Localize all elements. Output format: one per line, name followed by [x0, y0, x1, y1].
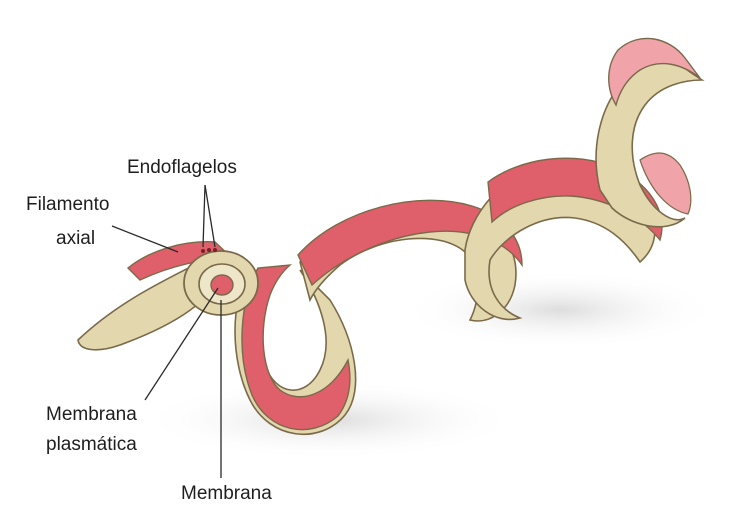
- axial-filament-segment: [297, 199, 523, 287]
- axial-filament-segment: [608, 37, 701, 107]
- axial-filament-segment: [639, 152, 692, 215]
- ground-shadow: [400, 270, 720, 350]
- leader-line-membrana-plasmatica: [144, 287, 219, 401]
- label-endoflagelos: Endoflagelos: [127, 157, 237, 178]
- cross-section-plasma-membrane: [210, 274, 234, 296]
- endoflagellum-dot: [207, 248, 211, 252]
- label-membrana: Membrana: [181, 483, 272, 504]
- endoflagellum-dot: [213, 248, 217, 252]
- leader-line-endoflagelos: [202, 184, 206, 248]
- label-membrana-plasmatica-line1: Membrana: [46, 404, 137, 425]
- endoflagellum-dot: [201, 249, 205, 253]
- leader-line-filamento-axial: [111, 225, 179, 253]
- label-filamento-axial-line2: axial: [56, 228, 96, 249]
- axial-filament-segment: [241, 264, 351, 431]
- label-filamento-axial-line1: Filamento: [26, 194, 110, 215]
- leader-line-endoflagelos: [204, 184, 216, 248]
- label-membrana-plasmatica-line2: plasmática: [46, 434, 137, 455]
- leader-lines: [111, 184, 222, 478]
